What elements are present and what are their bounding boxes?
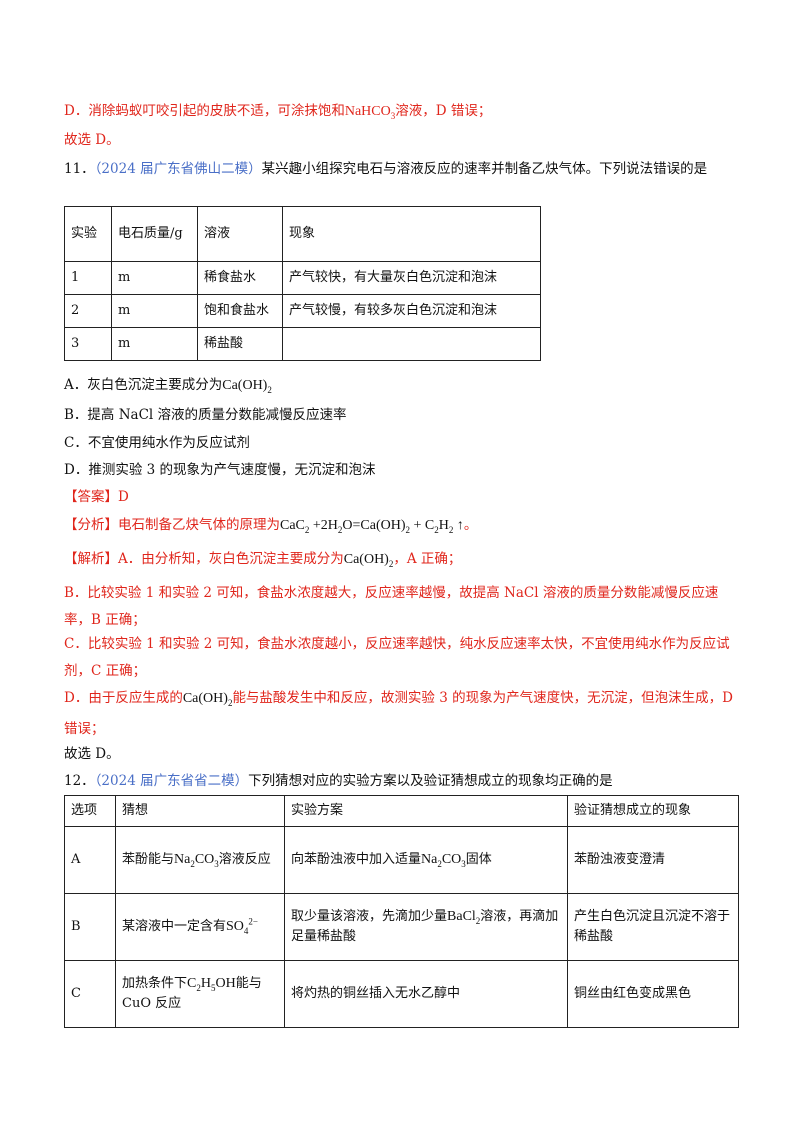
- explain-a-end: ，A 正确；: [393, 551, 462, 567]
- q11-stem-text: 某兴趣小组探究电石与溶液反应的速率并制备乙炔气体。下列说法错误的是: [261, 161, 708, 177]
- header-cell: 猜想: [115, 795, 285, 827]
- prev-d-text: D．消除蚂蚁叮咬引起的皮肤不适，可涂抹饱和: [64, 103, 345, 119]
- table-cell: 产生白色沉淀且沉淀不溶于稀盐酸: [567, 893, 739, 961]
- header-cell: 电石质量/g: [111, 206, 198, 262]
- q11-option-d: D．推测实验 3 的现象为产气速度慢，无沉淀和泡沫: [64, 462, 376, 478]
- q12-number: 12．: [64, 773, 95, 789]
- table-row: 2 m 饱和食盐水 产气较慢，有较多灰白色沉淀和泡沫: [64, 294, 541, 328]
- caoh2-formula: Ca(OH)2: [182, 691, 233, 708]
- q11-option-c: C．不宜使用纯水作为反应试剂: [64, 435, 250, 451]
- answer-value: D: [118, 489, 129, 505]
- table-cell: 稀盐酸: [197, 327, 283, 361]
- header-cell: 现象: [282, 206, 541, 262]
- table-cell: 苯酚能与Na2CO3溶液反应: [115, 826, 285, 894]
- header-cell: 选项: [64, 795, 116, 827]
- table-cell: 产气较慢，有较多灰白色沉淀和泡沫: [282, 294, 541, 328]
- table-cell: 1: [64, 261, 112, 295]
- caoh2-formula: Ca(OH)2: [222, 378, 272, 395]
- table-cell: m: [111, 294, 198, 328]
- table-row: 3 m 稀盐酸: [64, 327, 541, 361]
- table-header-row: 实验 电石质量/g 溶液 现象: [64, 206, 541, 262]
- explain-d-text: D．由于反应生成的: [64, 690, 183, 706]
- answer-tag: 【答案】: [64, 489, 118, 505]
- q12-table: 选项 猜想 实验方案 验证猜想成立的现象 A 苯酚能与Na2CO3溶液反应 向苯…: [64, 795, 739, 1028]
- q11-explain-c: C．比较实验 1 和实验 2 可知，食盐水浓度越小，反应速率越快，纯水反应速率太…: [64, 636, 730, 679]
- explain-a-text: A．由分析知，灰白色沉淀主要成分为: [118, 551, 344, 567]
- table-cell: A: [64, 826, 116, 894]
- table-cell: [282, 327, 541, 361]
- header-cell: 溶液: [197, 206, 283, 262]
- table-row: 1 m 稀食盐水 产气较快，有大量灰白色沉淀和泡沫: [64, 261, 541, 295]
- table-cell: m: [111, 327, 198, 361]
- table-cell: 饱和食盐水: [197, 294, 283, 328]
- table-cell: 将灼热的铜丝插入无水乙醇中: [284, 960, 568, 1028]
- table-cell: B: [64, 893, 116, 961]
- q11-conclusion: 故选 D。: [64, 746, 120, 762]
- explain-tag: 【解析】: [64, 551, 118, 567]
- table-cell: 3: [64, 327, 112, 361]
- table-cell: 铜丝由红色变成黑色: [567, 960, 739, 1028]
- q11-number: 11．: [64, 161, 95, 177]
- prev-d-text-end: 溶液，D 错误；: [395, 103, 492, 119]
- q11-option-a: A．灰白色沉淀主要成分为Ca(OH)2: [64, 374, 740, 397]
- analysis-text: 电石制备乙炔气体的原理为: [118, 517, 280, 533]
- q11-explain-b: B．比较实验 1 和实验 2 可知，食盐水浓度越大，反应速率越慢，故提高 NaC…: [64, 585, 719, 628]
- caoh2-formula: Ca(OH)2: [343, 552, 394, 569]
- analysis-end: 。: [463, 517, 478, 533]
- table-header-row: 选项 猜想 实验方案 验证猜想成立的现象: [64, 795, 739, 827]
- q11-answer: 【答案】D: [64, 486, 740, 508]
- prev-conclusion: 故选 D。: [64, 132, 120, 148]
- table-row: B 某溶液中一定含有SO42− 取少量该溶液，先滴加少量BaCl2溶液，再滴加足…: [64, 893, 739, 961]
- q12-stem: 12．（2024 届广东省省二模）下列猜想对应的实验方案以及验证猜想成立的现象均…: [64, 770, 740, 792]
- header-cell: 实验: [64, 206, 112, 262]
- explain-d-end: 能与盐酸发生中和反应，故测实验 3 的现象为产气速度快，无沉淀，但泡沫生成，D …: [64, 690, 733, 737]
- q11-source: （2024 届广东省佛山二模）: [94, 161, 262, 177]
- q12-stem-text: 下列猜想对应的实验方案以及验证猜想成立的现象均正确的是: [248, 773, 613, 789]
- table-cell: 产气较快，有大量灰白色沉淀和泡沫: [282, 261, 541, 295]
- q11-stem: 11．（2024 届广东省佛山二模）某兴趣小组探究电石与溶液反应的速率并制备乙炔…: [64, 158, 740, 180]
- q11-explain-a: 【解析】A．由分析知，灰白色沉淀主要成分为Ca(OH)2，A 正确；: [64, 548, 740, 571]
- q11-table: 实验 电石质量/g 溶液 现象 1 m 稀食盐水 产气较快，有大量灰白色沉淀和泡…: [64, 206, 541, 361]
- q11-option-b: B．提高 NaCl 溶液的质量分数能减慢反应速率: [64, 407, 347, 423]
- prev-option-d: D．消除蚂蚁叮咬引起的皮肤不适，可涂抹饱和NaHCO3溶液，D 错误；: [64, 100, 740, 123]
- q12-source: （2024 届广东省省二模）: [94, 773, 249, 789]
- table-cell: m: [111, 261, 198, 295]
- header-cell: 实验方案: [284, 795, 568, 827]
- table-cell: 2: [64, 294, 112, 328]
- q11-explain-d: D．由于反应生成的Ca(OH)2能与盐酸发生中和反应，故测实验 3 的现象为产气…: [64, 683, 740, 744]
- q11-analysis: 【分析】电石制备乙炔气体的原理为CaC2 +2H2O=Ca(OH)2 + C2H…: [64, 514, 740, 537]
- table-row: A 苯酚能与Na2CO3溶液反应 向苯酚浊液中加入适量Na2CO3固体 苯酚浊液…: [64, 826, 739, 894]
- table-cell: 某溶液中一定含有SO42−: [115, 893, 285, 961]
- header-cell: 验证猜想成立的现象: [567, 795, 739, 827]
- reaction-equation: CaC2 +2H2O=Ca(OH)2 + C2H2 ↑: [280, 518, 464, 535]
- table-cell: 取少量该溶液，先滴加少量BaCl2溶液，再滴加足量稀盐酸: [284, 893, 568, 961]
- table-cell: 苯酚浊液变澄清: [567, 826, 739, 894]
- option-a-text: A．灰白色沉淀主要成分为: [64, 377, 223, 393]
- nahco3-formula: NaHCO3: [344, 104, 396, 121]
- table-cell: C: [64, 960, 116, 1028]
- table-cell: 稀食盐水: [197, 261, 283, 295]
- analysis-tag: 【分析】: [64, 517, 118, 533]
- table-cell: 向苯酚浊液中加入适量Na2CO3固体: [284, 826, 568, 894]
